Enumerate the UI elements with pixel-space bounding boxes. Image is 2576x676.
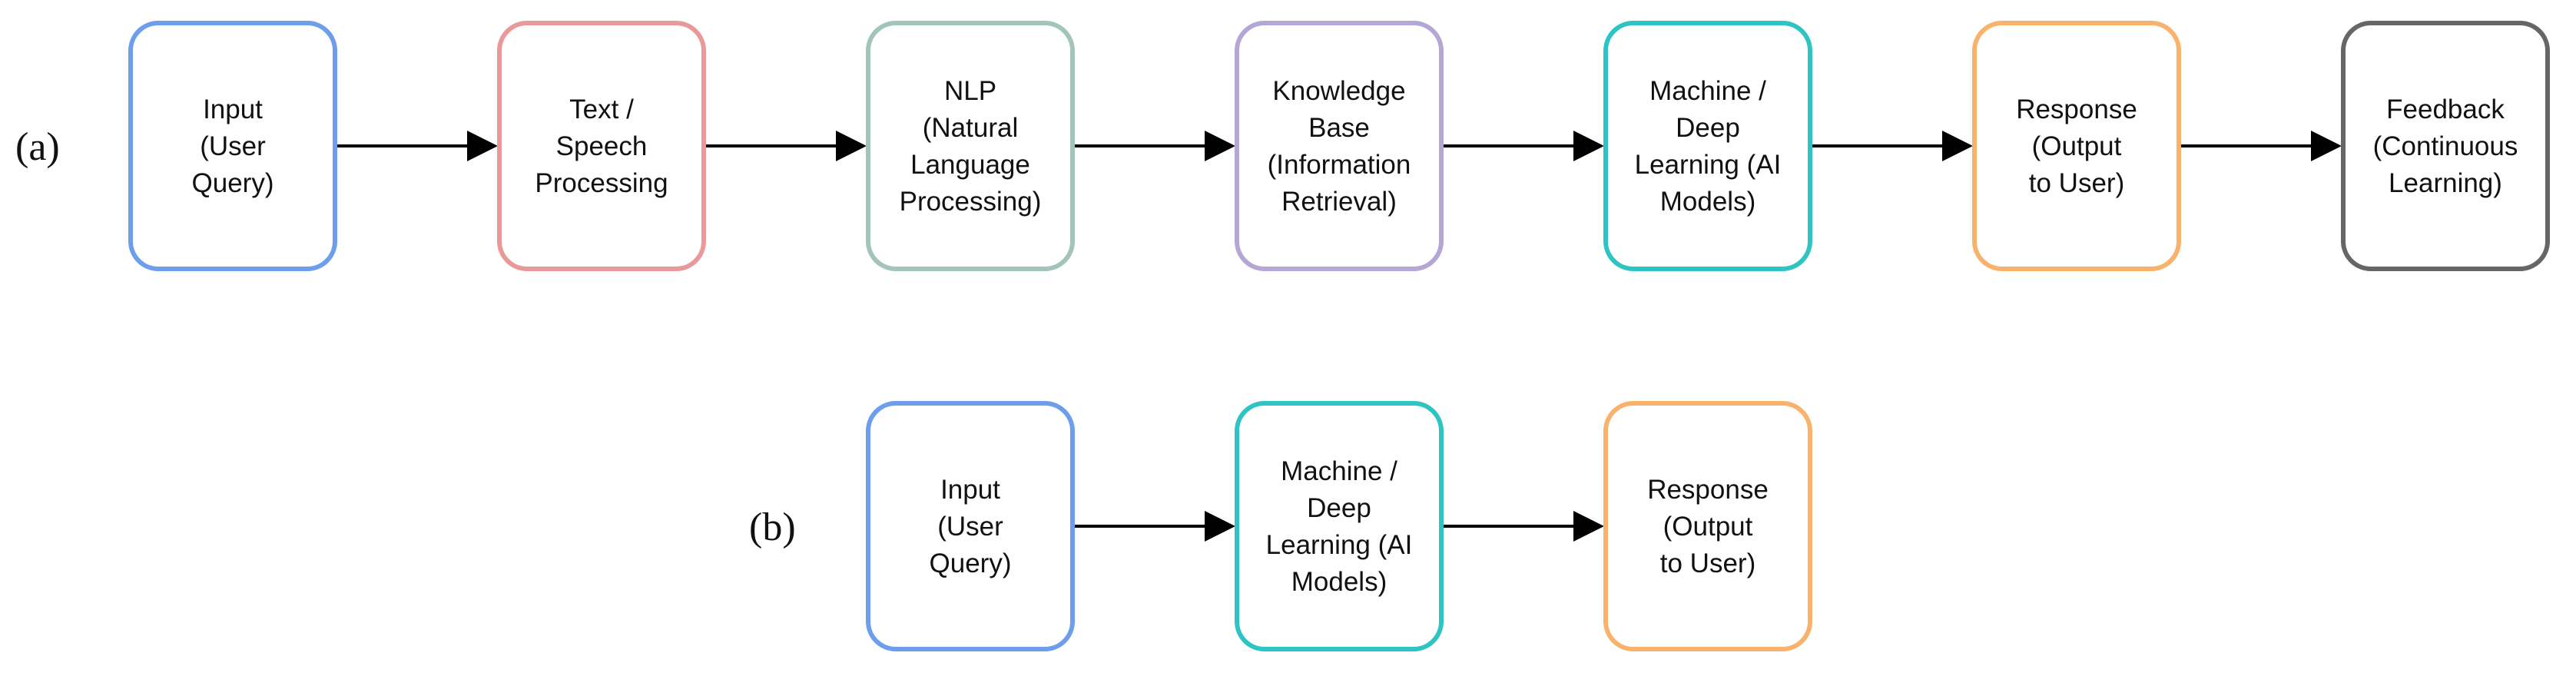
node-label-line: (Natural <box>923 113 1018 143</box>
node-a-response: Response (Output to User) <box>1972 21 2181 271</box>
node-label-line: Feedback <box>2386 94 2505 124</box>
node-box <box>1603 401 1812 651</box>
node-label-line: Learning (AI <box>1635 150 1782 180</box>
node-label-line: Deep <box>1676 113 1740 143</box>
node-label-line: to User) <box>2029 168 2124 198</box>
node-box <box>1603 21 1812 271</box>
node-box <box>1972 21 2181 271</box>
node-label-line: to User) <box>1660 548 1755 578</box>
node-box <box>866 401 1075 651</box>
row-label: (a) <box>15 125 60 169</box>
node-label-line: Machine / <box>1649 76 1766 106</box>
node-label-line: Input <box>940 475 1000 505</box>
node-label-line: Processing <box>535 168 668 198</box>
node-box <box>1235 401 1444 651</box>
node-box <box>2341 21 2550 271</box>
node-label-line: Retrieval) <box>1281 187 1397 217</box>
node-label-line: Language <box>910 150 1030 180</box>
node-label-line: NLP <box>944 76 996 106</box>
node-label-line: Learning (AI <box>1266 530 1413 560</box>
node-label-line: Query) <box>930 548 1012 578</box>
node-label-line: Deep <box>1307 493 1371 523</box>
node-label-line: Machine / <box>1281 456 1397 486</box>
node-label-line: (User <box>200 131 266 161</box>
node-label-line: Learning) <box>2389 168 2502 198</box>
node-box <box>128 21 337 271</box>
node-b-response: Response (Output to User) <box>1603 401 1812 651</box>
node-label-line: (Output <box>1663 512 1753 542</box>
node-label-line: Base <box>1308 113 1370 143</box>
node-label-line: Models) <box>1291 567 1387 597</box>
node-label-line: Query) <box>192 168 274 198</box>
node-box <box>497 21 706 271</box>
node-label-line: Models) <box>1660 187 1755 217</box>
node-label-line: Input <box>203 94 263 124</box>
node-label-line: Processing) <box>900 187 1042 217</box>
node-label-line: Knowledge <box>1272 76 1405 106</box>
node-label-line: Text / <box>569 94 634 124</box>
node-label-line: Speech <box>556 131 648 161</box>
connector-layer <box>337 131 2342 542</box>
node-label-line: Response <box>2016 94 2137 124</box>
node-label-line: (Output <box>2032 131 2122 161</box>
row-label: (b) <box>749 505 796 549</box>
node-label-line: (User <box>937 512 1003 542</box>
row-label-layer: (a) (b) <box>15 125 796 549</box>
node-box <box>1235 21 1444 271</box>
node-label-line: Response <box>1647 475 1769 505</box>
node-box <box>866 21 1075 271</box>
node-label-line: (Continuous <box>2373 131 2518 161</box>
node-label-line: (Information <box>1268 150 1411 180</box>
